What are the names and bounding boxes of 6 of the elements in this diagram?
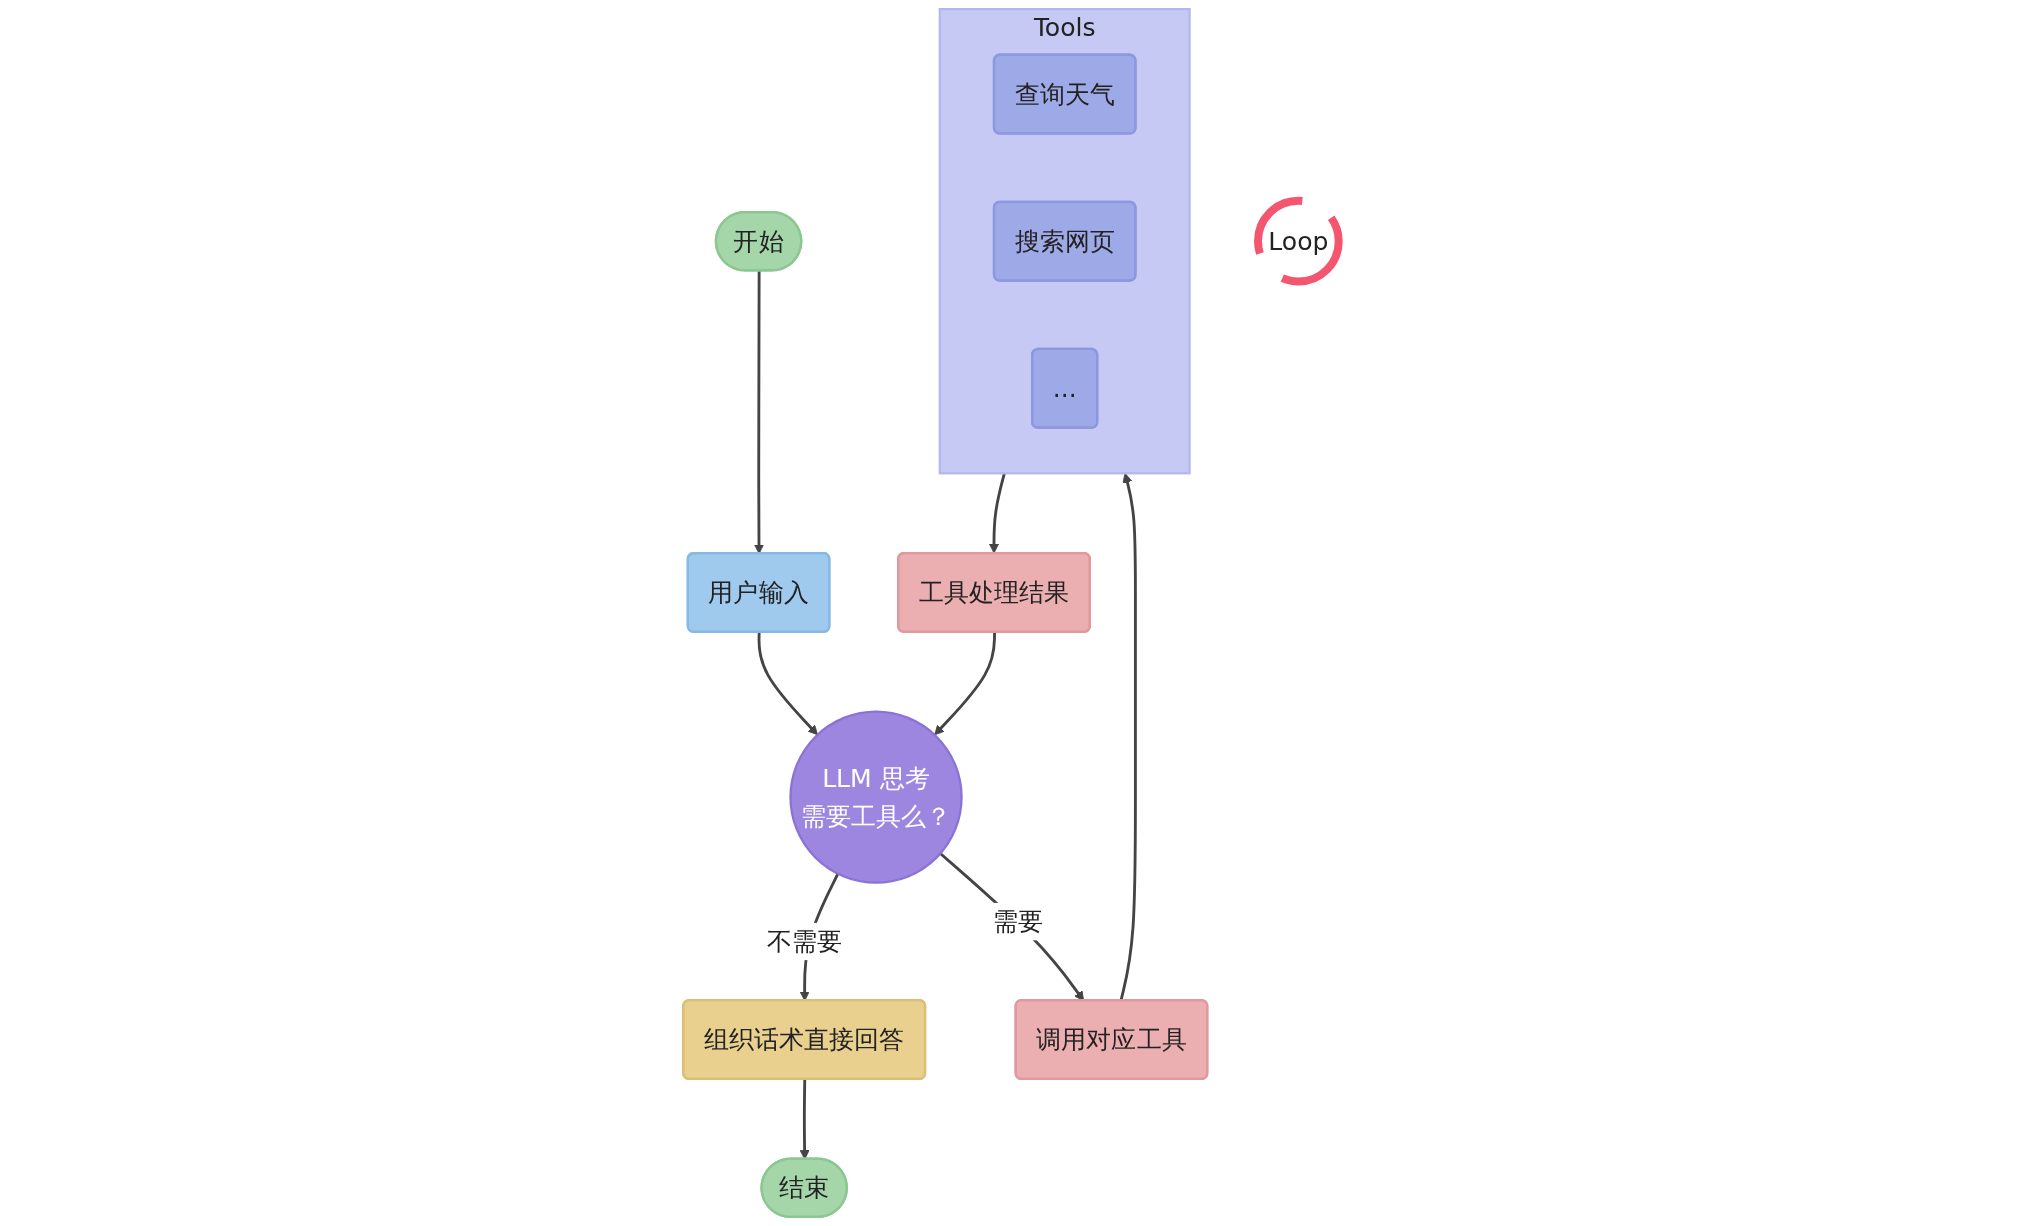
arrow xyxy=(757,632,818,736)
edge-label: 需要 xyxy=(993,907,1044,936)
arrow xyxy=(934,632,996,736)
node-circle: LLM 思考 需要工具么？ xyxy=(789,710,963,884)
node-circle: Loop xyxy=(1254,196,1343,286)
edge-label: 不需要 xyxy=(766,927,842,956)
